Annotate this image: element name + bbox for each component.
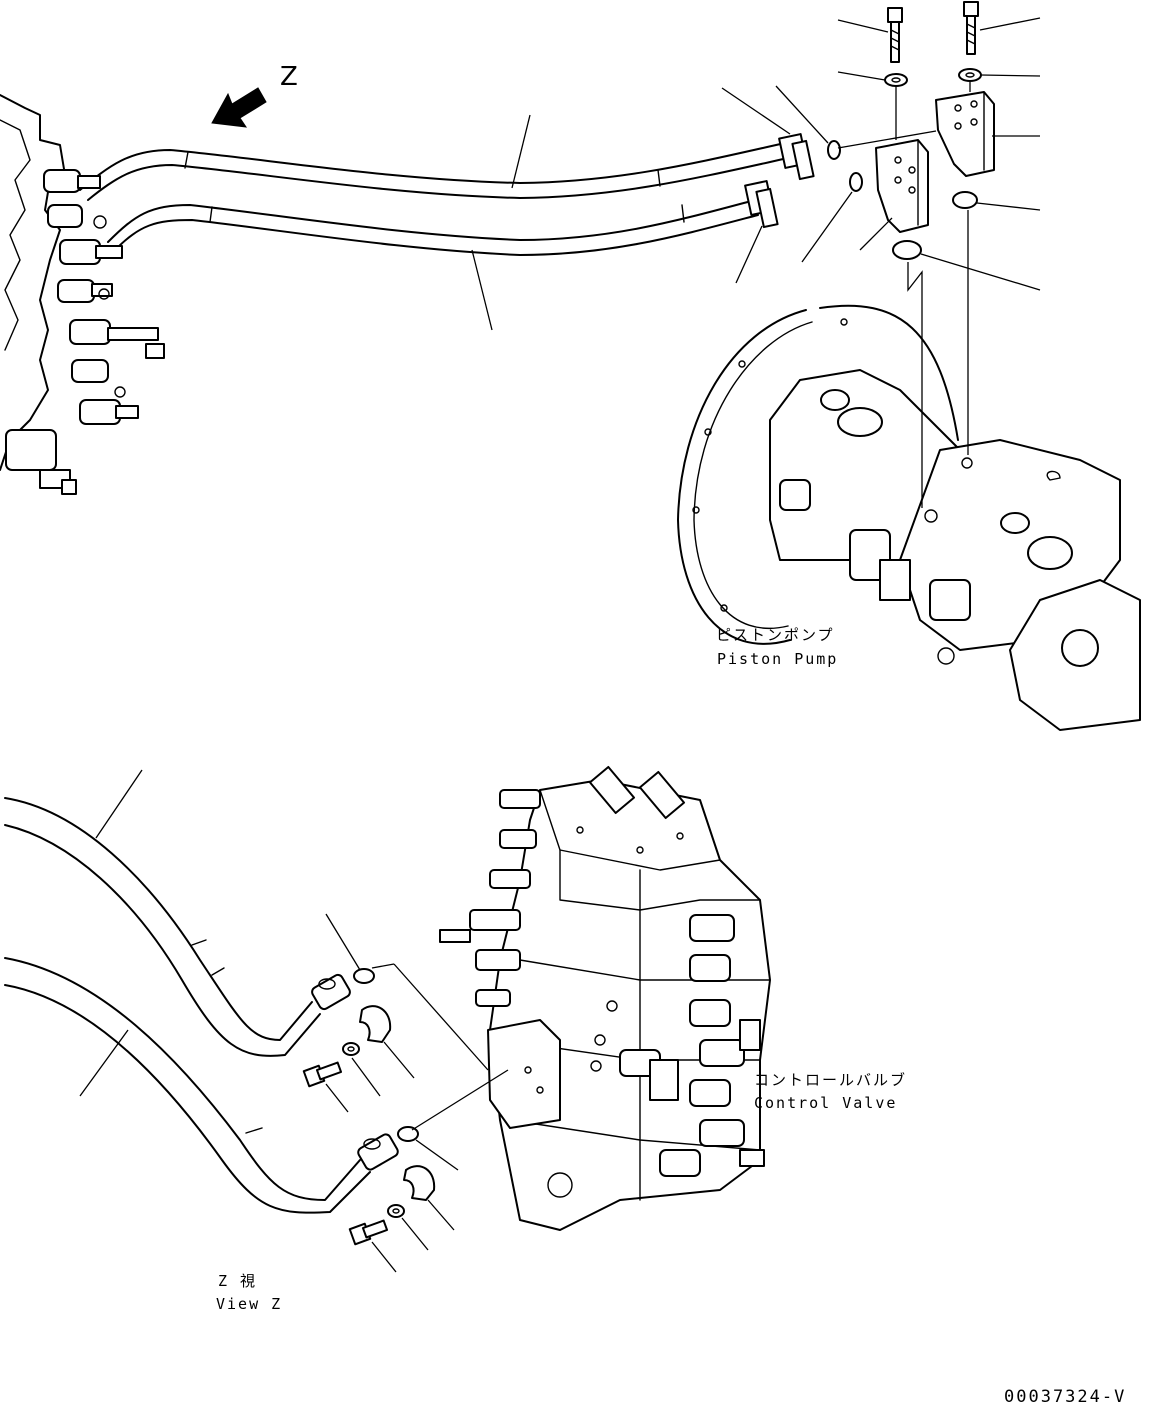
control-valve-label-en: Control Valve	[754, 1094, 898, 1112]
pump-o-rings	[827, 140, 978, 260]
lower-leader-lines	[79, 769, 509, 1273]
piston-pump-label-jp: ピストンポンプ	[716, 626, 835, 644]
upper-hose-1	[79, 133, 815, 201]
lower-fittings	[302, 968, 436, 1246]
piston-pump-label-en: Piston Pump	[717, 650, 839, 668]
piston-pump	[677, 304, 1141, 731]
pump-bolt-2	[963, 1, 979, 55]
control-valve-main	[439, 765, 771, 1231]
pump-guide-lines	[837, 82, 971, 508]
view-marker-label: Z	[280, 62, 298, 92]
upper-leader-lines	[471, 17, 1041, 331]
pump-bolt-1	[887, 7, 903, 63]
view-z-label-jp: Z 視	[218, 1272, 258, 1290]
upper-hose-2	[107, 180, 779, 256]
view-z-arrow-icon	[211, 87, 267, 128]
view-z-label-en: View Z	[216, 1295, 283, 1313]
pump-flange-1	[875, 139, 929, 233]
pump-flange-2	[935, 91, 995, 177]
drawing-number: 00037324-V	[1004, 1387, 1127, 1407]
pump-washers	[884, 68, 982, 87]
lower-hose-2	[4, 957, 399, 1214]
control-valve-partial	[0, 94, 165, 495]
control-valve-label-jp: コントロールバルブ	[754, 1071, 908, 1089]
lower-hose-1	[4, 797, 351, 1057]
